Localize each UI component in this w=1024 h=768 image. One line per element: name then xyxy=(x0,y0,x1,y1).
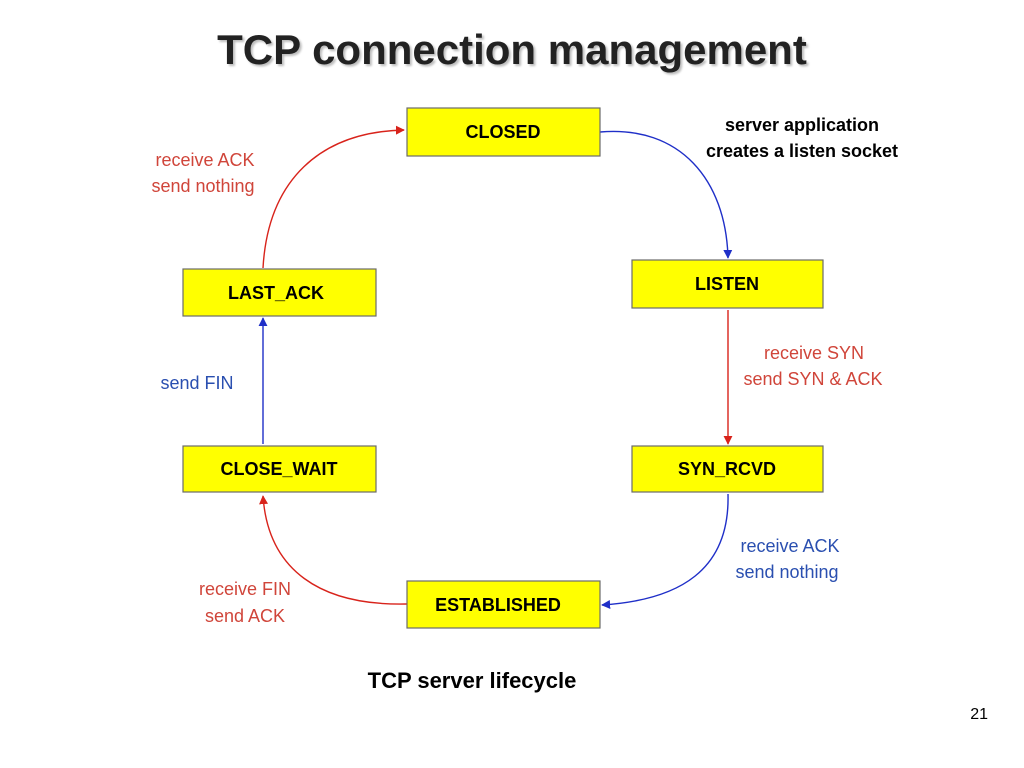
arrow-last-ack-to-closed xyxy=(262,125,405,269)
state-last-ack-label: LAST_ACK xyxy=(228,283,324,303)
label-est-cw-line2: send ACK xyxy=(205,606,285,626)
arrow-closed-to-listen xyxy=(599,130,733,259)
state-listen: LISTEN xyxy=(631,259,824,309)
slide-title: TCP connection management xyxy=(217,26,807,73)
state-closed-label: CLOSED xyxy=(465,122,540,142)
state-syn-rcvd: SYN_RCVD xyxy=(631,445,824,493)
label-cw-la-line1: send FIN xyxy=(160,373,233,393)
state-last-ack: LAST_ACK xyxy=(182,268,377,317)
state-close-wait: CLOSE_WAIT xyxy=(182,445,377,493)
page-number: 21 xyxy=(970,706,988,723)
label-closed-listen-line2: creates a listen socket xyxy=(706,141,898,161)
state-close-wait-label: CLOSE_WAIT xyxy=(220,459,337,479)
arrow-established-to-close-wait xyxy=(259,495,408,605)
label-syn-est-line2: send nothing xyxy=(735,562,838,582)
label-listen-syn-line1: receive SYN xyxy=(764,343,864,363)
diagram-caption: TCP server lifecycle xyxy=(367,668,577,693)
label-syn-est-line1: receive ACK xyxy=(740,536,839,556)
state-established-label: ESTABLISHED xyxy=(435,595,561,615)
label-est-cw-line1: receive FIN xyxy=(199,579,291,599)
state-syn-rcvd-label: SYN_RCVD xyxy=(678,459,776,479)
label-la-closed-line2: send nothing xyxy=(151,176,254,196)
label-listen-syn-line2: send SYN & ACK xyxy=(743,369,882,389)
state-listen-label: LISTEN xyxy=(695,274,759,294)
arrow-syn-rcvd-to-established xyxy=(601,493,729,609)
state-closed: CLOSED xyxy=(406,107,601,157)
label-closed-listen-line1: server application xyxy=(725,115,879,135)
state-established: ESTABLISHED xyxy=(406,580,601,629)
label-la-closed-line1: receive ACK xyxy=(155,150,254,170)
